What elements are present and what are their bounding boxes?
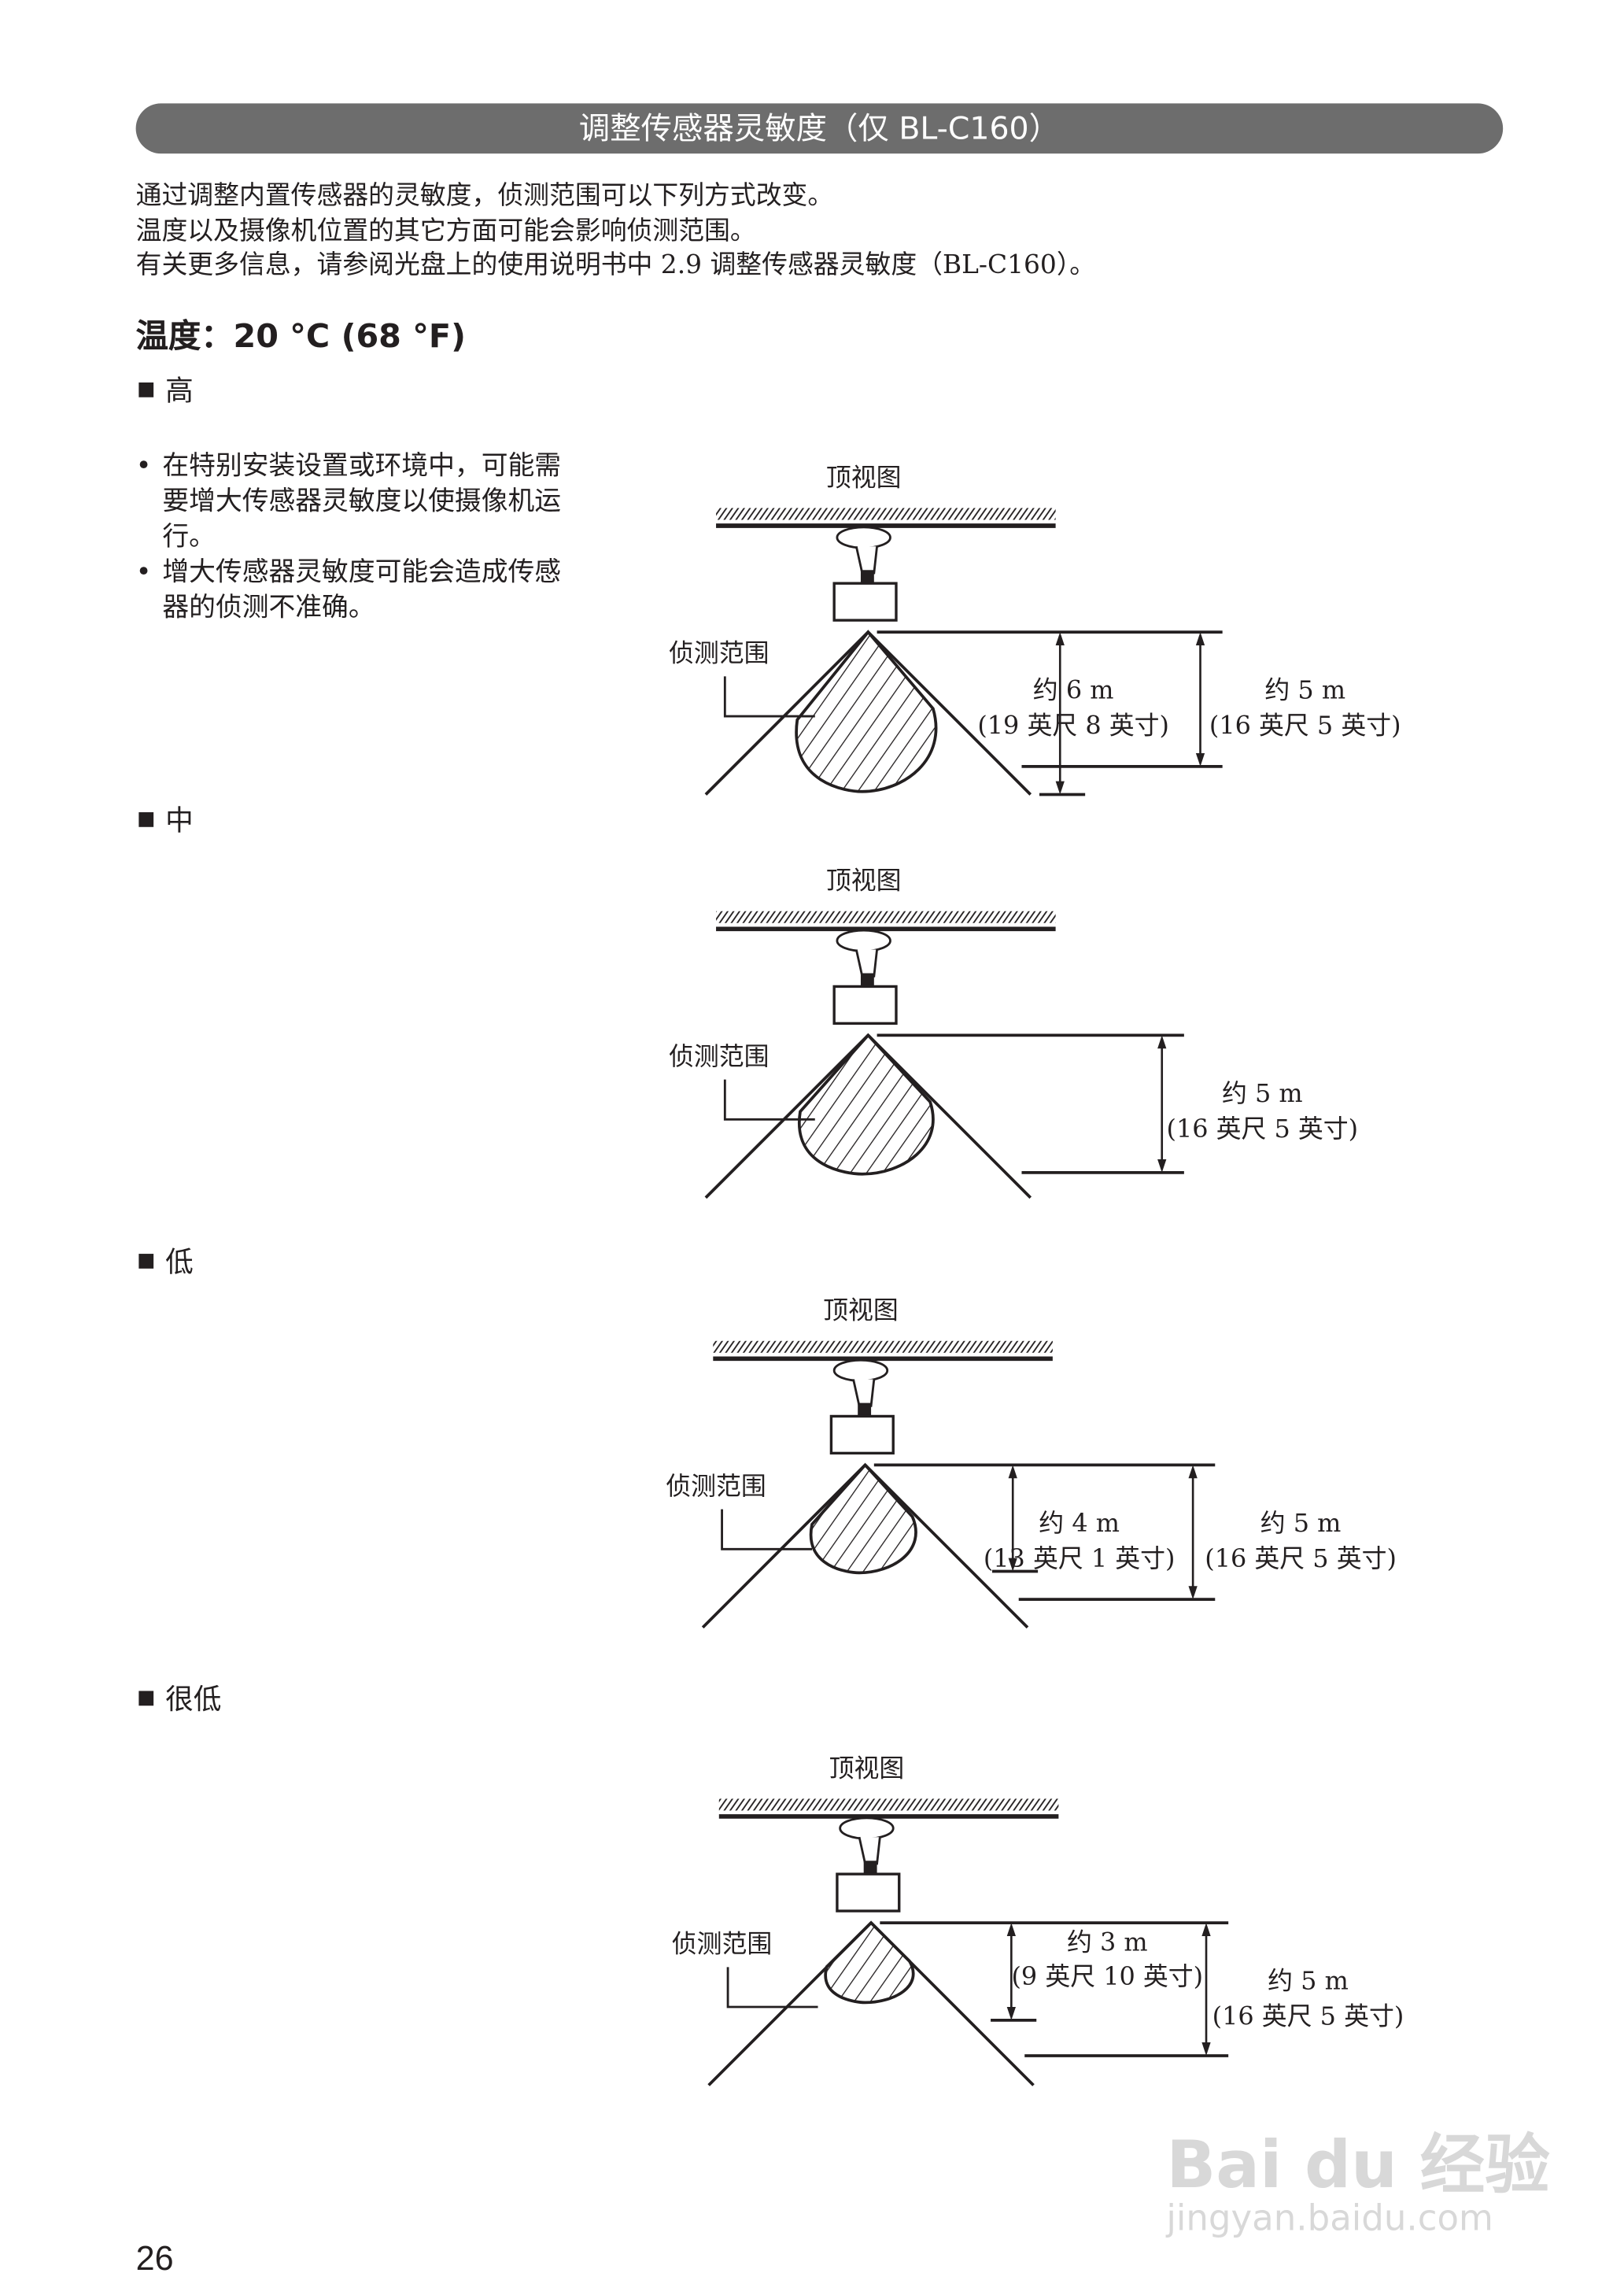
camera-joint (860, 973, 874, 987)
leader-line (721, 1509, 813, 1550)
height-imperial-label: (16 英尺 5 英寸) (1212, 2001, 1404, 2031)
camera-joint (863, 1861, 877, 1875)
height-imperial-label: (16 英尺 5 英寸) (1205, 1543, 1397, 1573)
camera-joint (858, 1402, 872, 1417)
ceiling-hatch (716, 911, 1056, 923)
level-heading-very-low: 很低 (138, 1678, 221, 1718)
detection-range-label: 侦测范围 (666, 1471, 766, 1501)
camera-arm (854, 545, 878, 575)
view-cone-left (701, 1464, 866, 1629)
view-cone-left (704, 630, 869, 796)
height-label: 约 5 m (1268, 1966, 1349, 1996)
square-bullet-icon (138, 1254, 154, 1269)
distance-label: 约 4 m (1039, 1508, 1120, 1538)
detection-range-label: 侦测范围 (669, 1041, 770, 1071)
note-item: 在特别安装设置或环境中，可能需要增大传感器灵敏度以使摄像机运行。 (136, 449, 579, 555)
intro-line: 温度以及摄像机位置的其它方面可能会影响侦测范围。 (135, 216, 756, 247)
square-bullet-icon (138, 382, 154, 397)
camera-mount (839, 1816, 895, 1840)
level-heading-high: 高 (138, 369, 194, 409)
height-imperial-label: (16 英尺 5 英寸) (1209, 711, 1401, 741)
height-label: 约 5 m (1260, 1508, 1342, 1538)
camera-mount (832, 1358, 889, 1382)
section-title-bar: 调整传感器灵敏度（仅 BL-C160） (135, 103, 1504, 154)
view-cone-right (864, 1464, 1029, 1629)
view-cone-right (866, 630, 1032, 796)
ceiling-hatch (713, 1340, 1053, 1353)
distance-imperial-label: (19 英尺 8 英寸) (977, 711, 1169, 741)
intro-line: 有关更多信息，请参阅光盘上的使用说明书中 2.9 调整传感器灵敏度（BL-C16… (135, 250, 1096, 281)
view-cone-left (704, 1034, 869, 1199)
intro-line: 通过调整内置传感器的灵敏度，侦测范围可以下列方式改变。 (135, 181, 834, 212)
camera-arm (858, 1836, 881, 1865)
distance-label: 约 3 m (1067, 1927, 1148, 1957)
view-cone-right (866, 1034, 1032, 1199)
leader-line (726, 1967, 818, 2009)
square-bullet-icon (138, 812, 154, 827)
top-view-label: 顶视图 (823, 1295, 899, 1325)
height-imperial-label: (16 英尺 5 英寸) (1167, 1114, 1359, 1144)
height-label: 约 5 m (1222, 1078, 1303, 1108)
note-item: 增大传感器灵敏度可能会造成传感器的侦测不准确。 (136, 556, 579, 626)
level-label: 高 (165, 375, 194, 408)
camera-body (832, 582, 898, 622)
camera-body (832, 985, 898, 1026)
level-heading-medium: 中 (138, 799, 194, 839)
ceiling-hatch (716, 508, 1056, 520)
top-view-label: 顶视图 (826, 866, 902, 896)
detection-zone (824, 1920, 915, 2005)
distance-label: 约 6 m (1033, 675, 1114, 705)
notes-list: 在特别安装设置或环境中，可能需要增大传感器灵敏度以使摄像机运行。 增大传感器灵敏… (136, 449, 579, 626)
top-view-label: 顶视图 (826, 462, 902, 492)
top-view-label: 顶视图 (829, 1753, 905, 1783)
temperature-heading: 温度：20 °C (68 °F) (135, 319, 467, 357)
level-label: 中 (165, 804, 194, 837)
watermark-logo: Bai du 经验 (1166, 2127, 1550, 2204)
detection-zone (809, 1462, 917, 1575)
height-label: 约 5 m (1264, 675, 1345, 705)
camera-mount (836, 929, 891, 952)
camera-body (829, 1414, 895, 1455)
camera-body (836, 1872, 901, 1913)
detection-zone (797, 1033, 935, 1176)
level-label: 低 (165, 1246, 194, 1279)
camera-mount (836, 526, 891, 549)
square-bullet-icon (138, 1691, 154, 1706)
camera-arm (854, 949, 878, 978)
watermark-url: jingyan.baidu.com (1166, 2197, 1493, 2239)
detection-range-label: 侦测范围 (672, 1929, 773, 1959)
detection-zone (795, 630, 938, 793)
camera-joint (860, 570, 874, 584)
level-label: 很低 (165, 1683, 222, 1717)
detection-range-label: 侦测范围 (669, 638, 770, 668)
page-number: 26 (135, 2238, 174, 2278)
view-cone-right (869, 1921, 1035, 2086)
view-cone-left (707, 1921, 873, 2086)
leader-line (723, 1079, 815, 1121)
level-heading-low: 低 (138, 1240, 194, 1281)
leader-line (723, 676, 815, 718)
camera-arm (852, 1379, 876, 1407)
ceiling-hatch (718, 1798, 1059, 1811)
distance-imperial-label: (13 英尺 1 英寸) (984, 1543, 1176, 1573)
distance-imperial-label: (9 英尺 10 英寸) (1011, 1961, 1203, 1991)
